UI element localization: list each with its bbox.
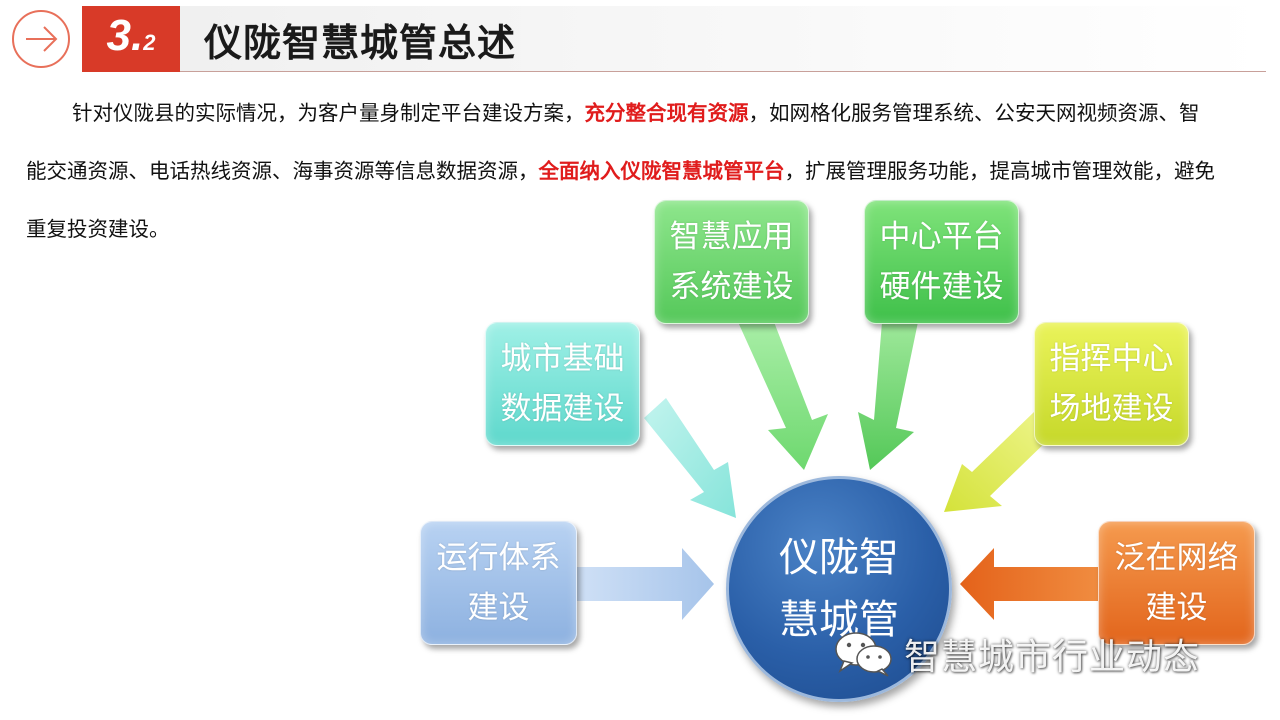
node-label-line2: 系统建设 <box>669 269 794 305</box>
node-label-line2: 数据建设 <box>500 391 625 427</box>
section-number-badge: 3.2 <box>82 6 180 72</box>
node-ubiquitous-network: 泛在网络建设 <box>1098 521 1255 645</box>
intro-text-1: 针对仪陇县的实际情况，为客户量身制定平台建设方案， <box>72 101 585 125</box>
wechat-icon <box>835 632 892 677</box>
arrow-ops <box>577 548 714 620</box>
watermark: 智慧城市行业动态 <box>832 628 1200 680</box>
node-label-line2: 硬件建设 <box>879 269 1004 305</box>
node-label-line2: 建设 <box>467 590 530 626</box>
title-underline <box>180 71 1266 72</box>
intro-paragraph: 针对仪陇县的实际情况，为客户量身制定平台建设方案，充分整合现有资源，如网格化服务… <box>26 84 1216 258</box>
node-label-line1: 城市基础 <box>500 341 625 377</box>
arrow-app <box>738 322 828 470</box>
node-label-line1: 指挥中心 <box>1049 341 1174 377</box>
hub-label-line1: 仪陇智 <box>779 535 899 581</box>
hub-label-line2: 慧城管 <box>779 597 899 643</box>
node-command-center-site: 指挥中心场地建设 <box>1034 322 1189 446</box>
page-title: 仪陇智慧城管总述 <box>204 21 517 65</box>
node-label-line1: 泛在网络 <box>1114 540 1239 576</box>
arrow-hw <box>858 322 918 470</box>
arrow-net <box>960 548 1098 620</box>
node-label-line1: 运行体系 <box>436 540 561 576</box>
intro-highlight-1: 充分整合现有资源 <box>584 101 749 125</box>
node-smart-app-system: 智慧应用系统建设 <box>654 200 809 324</box>
node-label-line2: 建设 <box>1145 590 1208 626</box>
intro-text-2: ，如网格化服务管理系统、公安天网视频资源、智能交通资源、电话热线资源、海事资源等… <box>26 101 1200 183</box>
watermark-text: 智慧城市行业动态 <box>904 637 1201 678</box>
intro-text-3: ，扩展管理服务功能，提高城市管理效能，避免重复投资建设。 <box>26 159 1215 241</box>
node-city-base-data: 城市基础数据建设 <box>485 322 640 446</box>
arrow-base <box>644 398 736 518</box>
section-number-major: 3. <box>106 11 144 60</box>
node-center-hardware: 中心平台硬件建设 <box>864 200 1019 324</box>
section-number-minor: 2 <box>143 30 156 55</box>
node-label-line1: 中心平台 <box>879 219 1004 255</box>
node-label-line2: 场地建设 <box>1049 391 1174 427</box>
intro-highlight-2: 全面纳入仪陇智慧城管平台 <box>538 159 785 183</box>
hub-circle: 仪陇智慧城管 <box>726 476 952 702</box>
title-background <box>180 6 1266 72</box>
node-operation-system: 运行体系建设 <box>420 521 577 645</box>
node-label-line1: 智慧应用 <box>669 219 794 255</box>
arrow-right-icon <box>12 10 70 68</box>
arrow-cmd <box>944 412 1052 512</box>
